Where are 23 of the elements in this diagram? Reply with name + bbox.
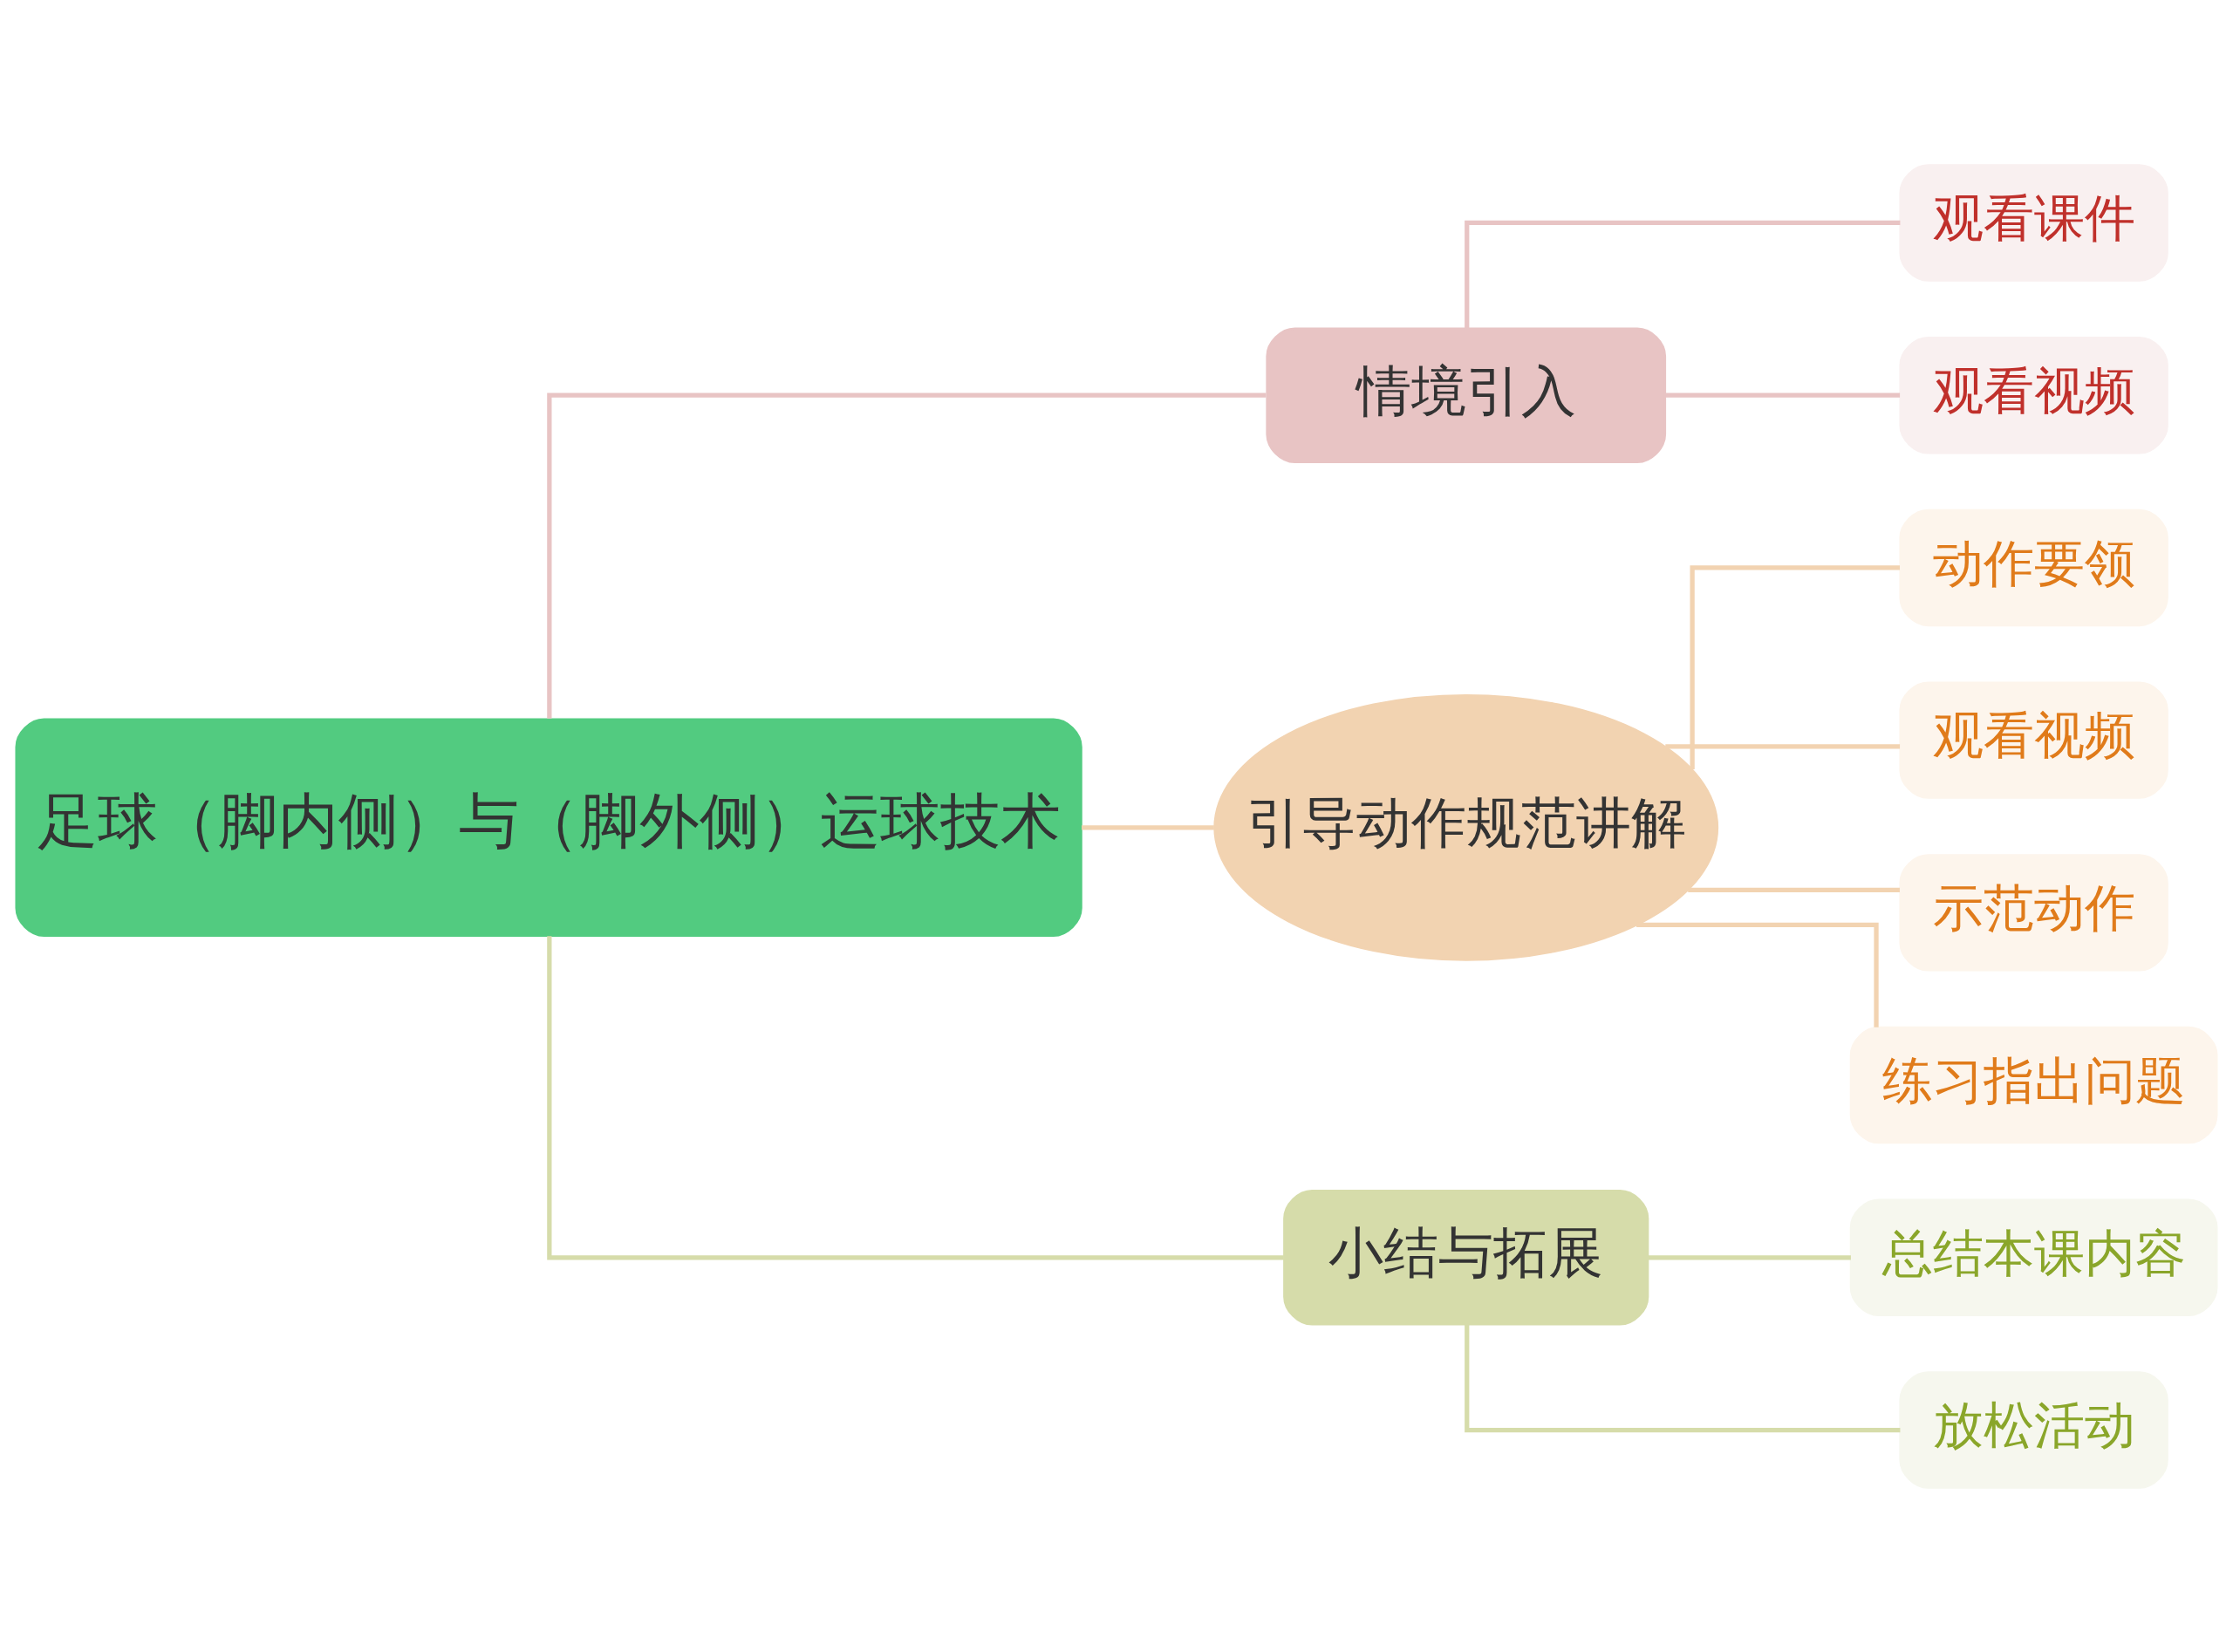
connector [1082, 824, 1214, 829]
connector [1688, 887, 1900, 892]
connector [1690, 564, 1900, 769]
node-box: 练习指出问题 [1849, 1026, 2218, 1143]
node-box: 观看课件 [1899, 163, 2168, 282]
node-box: 足球（脚内侧）与（脚外侧）运球技术 [15, 718, 1082, 937]
node-box: 动作要领 [1899, 509, 2168, 626]
node-box: 小结与拓展 [1283, 1189, 1649, 1326]
connector [1648, 1254, 1851, 1259]
connector [1636, 922, 1879, 1027]
node-box: 总结本课内容 [1849, 1198, 2218, 1316]
node-box: 观看视频 [1899, 336, 2168, 454]
connector [1665, 743, 1901, 749]
node-ellipse: 引导动作规范讲解 [1213, 693, 1719, 961]
connector [1465, 1324, 1901, 1432]
node-box: 放松活动 [1899, 1370, 2168, 1489]
node-box: 观看视频 [1899, 680, 2168, 799]
node-box: 示范动作 [1899, 853, 2168, 972]
connector [547, 935, 1284, 1259]
node-box: 情境引入 [1266, 326, 1667, 463]
connector [1465, 220, 1901, 328]
connector [1665, 393, 1901, 398]
connector [547, 393, 1267, 719]
